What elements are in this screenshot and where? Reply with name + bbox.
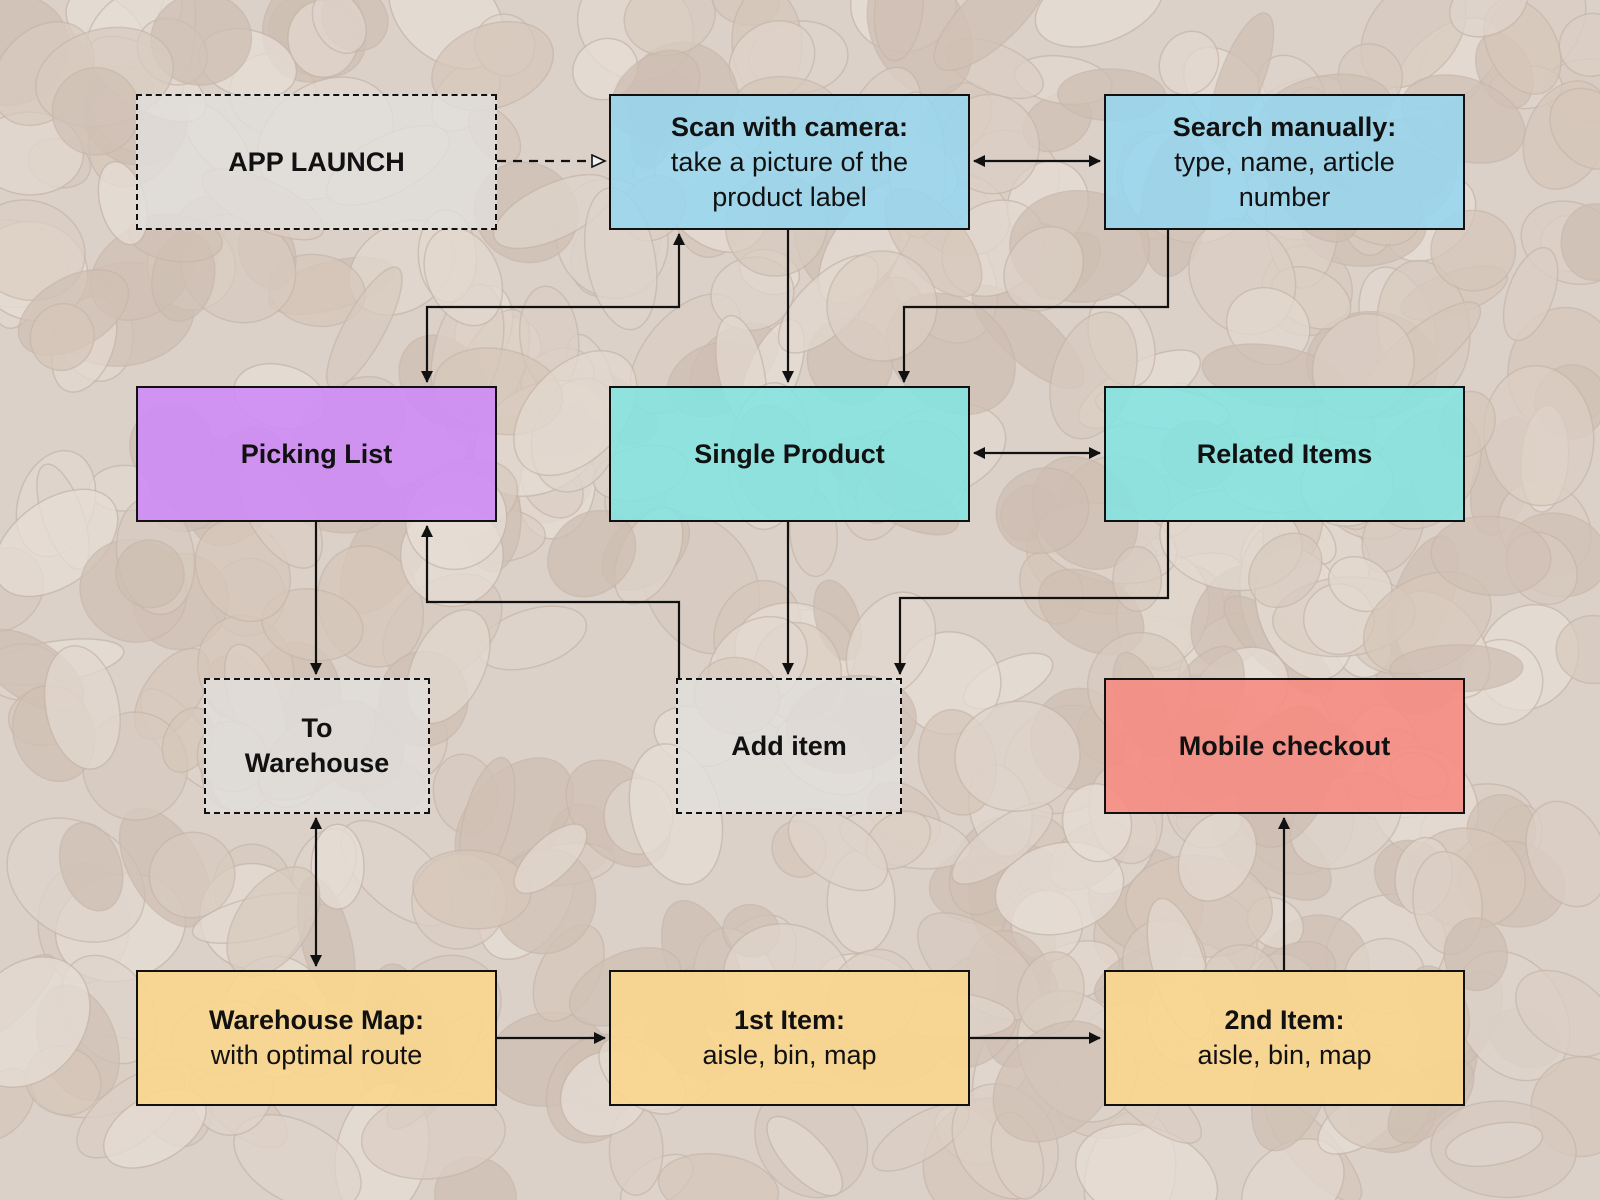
gravel-stone	[1003, 225, 1085, 312]
single-product-title: Single Product	[694, 438, 885, 469]
gravel-stone	[954, 700, 1081, 812]
to-warehouse-title-1: To	[301, 713, 333, 743]
gravel-stone	[1514, 969, 1600, 1058]
to-warehouse-node: To Warehouse	[204, 678, 430, 814]
gravel-stone	[431, 20, 555, 112]
gravel-stone	[826, 250, 938, 362]
gravel-stone	[1449, 0, 1529, 38]
gravel-stone	[933, 0, 1049, 72]
gravel-stone	[994, 841, 1125, 936]
search-manual-node: Search manually: type, name, article num…	[1104, 94, 1465, 230]
mobile-checkout-node: Mobile checkout	[1104, 678, 1465, 814]
gravel-stone	[513, 823, 588, 895]
app-launch-title: APP LAUNCH	[228, 146, 405, 177]
gravel-stone	[1502, 246, 1559, 342]
gravel-stone	[547, 509, 637, 598]
gravel-stone	[1112, 545, 1163, 613]
gravel-stone	[1549, 87, 1600, 170]
gravel-stone	[148, 831, 236, 919]
gravel-stone	[29, 302, 95, 372]
mobile-checkout-title: Mobile checkout	[1178, 730, 1391, 761]
gravel-stone	[1430, 209, 1517, 292]
gravel-stone	[115, 539, 185, 609]
gravel-stone	[1555, 614, 1600, 685]
gravel-stone	[43, 645, 121, 770]
first-item-node: 1st Item: aisle, bin, map	[609, 970, 970, 1106]
single-product-node: Single Product	[609, 386, 970, 522]
warehouse-map-title: Warehouse Map:	[208, 1005, 425, 1035]
scan-line-2: product label	[712, 181, 867, 212]
first-item-title: 1st Item:	[733, 1005, 846, 1035]
gravel-stone	[1560, 203, 1600, 281]
gravel-stone	[951, 802, 1054, 886]
gravel-stone	[0, 956, 91, 1089]
warehouse-map-node: Warehouse Map: with optimal route	[136, 970, 497, 1106]
first-item-line-1: aisle, bin, map	[702, 1040, 877, 1070]
edge-additem-to-picking	[421, 525, 681, 678]
gravel-stone	[766, 1115, 844, 1197]
search-title: Search manually:	[1172, 111, 1397, 142]
scan-line-1: take a picture of the	[670, 146, 909, 177]
gravel-stone	[51, 66, 141, 156]
gravel-stone	[1558, 12, 1600, 78]
scan-title: Scan with camera:	[670, 111, 909, 142]
gravel-stone	[58, 821, 124, 912]
gravel-stone	[787, 808, 889, 892]
edge-scan-picking	[421, 233, 685, 383]
gravel-stone	[1158, 30, 1220, 96]
app-launch-node: APP LAUNCH	[136, 94, 497, 230]
warehouse-map-line-1: with optimal route	[210, 1040, 423, 1070]
add-item-title: Add item	[731, 730, 847, 761]
gravel-stone	[1525, 800, 1600, 908]
gravel-stone	[995, 467, 1090, 555]
scan-camera-node: Scan with camera: take a picture of the …	[609, 94, 970, 230]
search-line-2: number	[1238, 181, 1331, 212]
gravel-stone	[412, 849, 532, 930]
gravel-stone	[1248, 532, 1323, 609]
picking-list-node: Picking List	[136, 386, 497, 522]
gravel-stone	[1034, 0, 1164, 48]
gravel-stone	[311, 0, 367, 54]
gravel-stone	[657, 1153, 780, 1200]
edge-related-to-additem	[894, 522, 1170, 675]
search-line-1: type, name, article	[1174, 146, 1395, 177]
picking-list-title: Picking List	[240, 438, 393, 469]
related-items-title: Related Items	[1196, 438, 1373, 469]
gravel-stone	[873, 0, 925, 62]
add-item-node: Add item	[676, 678, 902, 814]
gravel-stone	[1177, 810, 1258, 902]
second-item-node: 2nd Item: aisle, bin, map	[1104, 970, 1465, 1106]
second-item-title: 2nd Item:	[1224, 1005, 1345, 1035]
gravel-stone	[1430, 515, 1552, 597]
gravel-stone	[1444, 1121, 1544, 1168]
edge-search-to-single	[898, 230, 1170, 383]
related-items-node: Related Items	[1104, 386, 1465, 522]
second-item-line-1: aisle, bin, map	[1197, 1040, 1372, 1070]
to-warehouse-title-2: Warehouse	[244, 748, 390, 778]
gravel-stone	[0, 199, 86, 302]
